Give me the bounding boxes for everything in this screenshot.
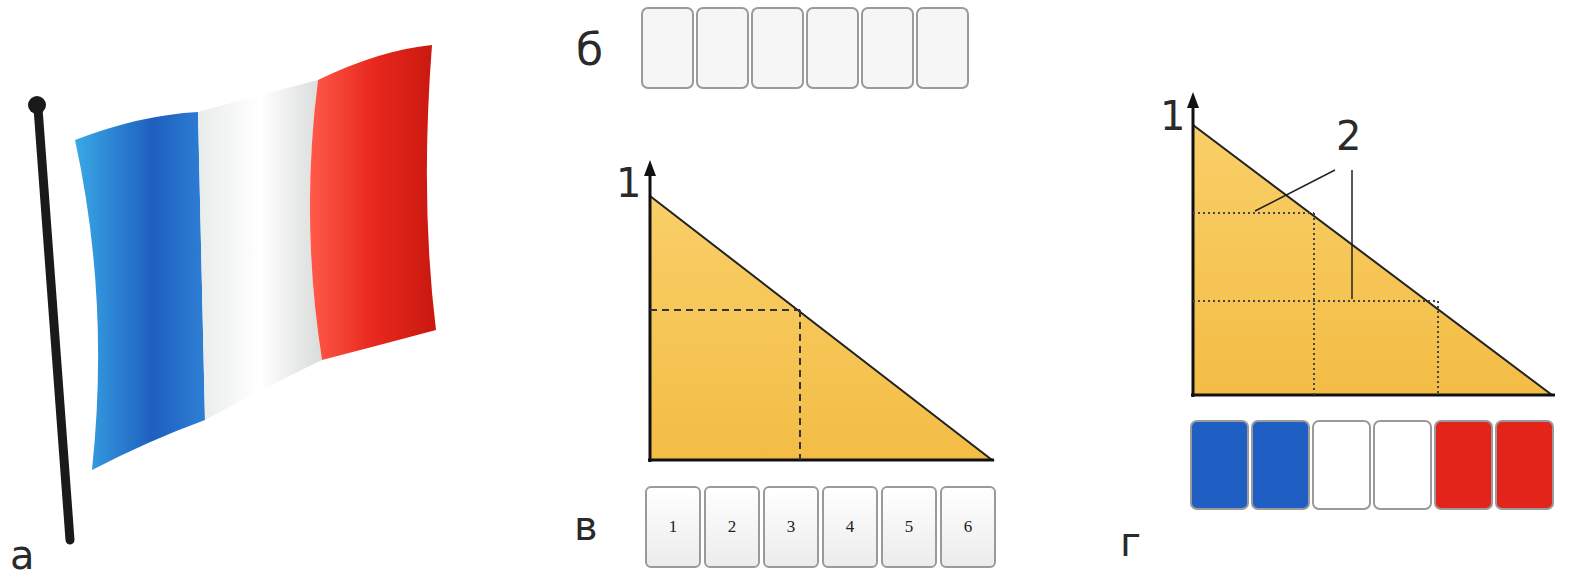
panel-letter: в [574, 506, 598, 546]
numbered-cell: 6 [940, 486, 996, 568]
pole-knob [28, 96, 46, 114]
french-flag [28, 45, 436, 540]
colored-cells [1191, 421, 1553, 509]
white-band [198, 80, 322, 420]
blue-band [75, 112, 205, 470]
leader-line [1255, 170, 1335, 211]
flag-pole [38, 108, 70, 540]
numbered-cell: 5 [881, 486, 937, 568]
numbered-cell: 2 [704, 486, 760, 568]
axis-value: 1 [1160, 96, 1185, 136]
leader-line [1351, 170, 1353, 299]
panel-letter: г [1120, 522, 1141, 562]
triangle-graph-divided [1187, 92, 1555, 397]
panel-letter: а [10, 535, 35, 575]
cell-number: 3 [787, 517, 796, 537]
numbered-cell: 1 [645, 486, 701, 568]
cell-number: 4 [846, 517, 855, 537]
panel-letter: б [576, 28, 603, 72]
red-band [310, 45, 436, 360]
triangle-graph [644, 160, 994, 462]
numbered-cell: 4 [822, 486, 878, 568]
callout-number: 2 [1336, 116, 1361, 156]
numbered-cell: 3 [763, 486, 819, 568]
blank-cells [642, 8, 968, 88]
cell-number: 6 [964, 517, 973, 537]
cell-number: 2 [728, 517, 737, 537]
cell-number: 1 [669, 517, 678, 537]
axis-value: 1 [616, 163, 641, 203]
cell-number: 5 [905, 517, 914, 537]
